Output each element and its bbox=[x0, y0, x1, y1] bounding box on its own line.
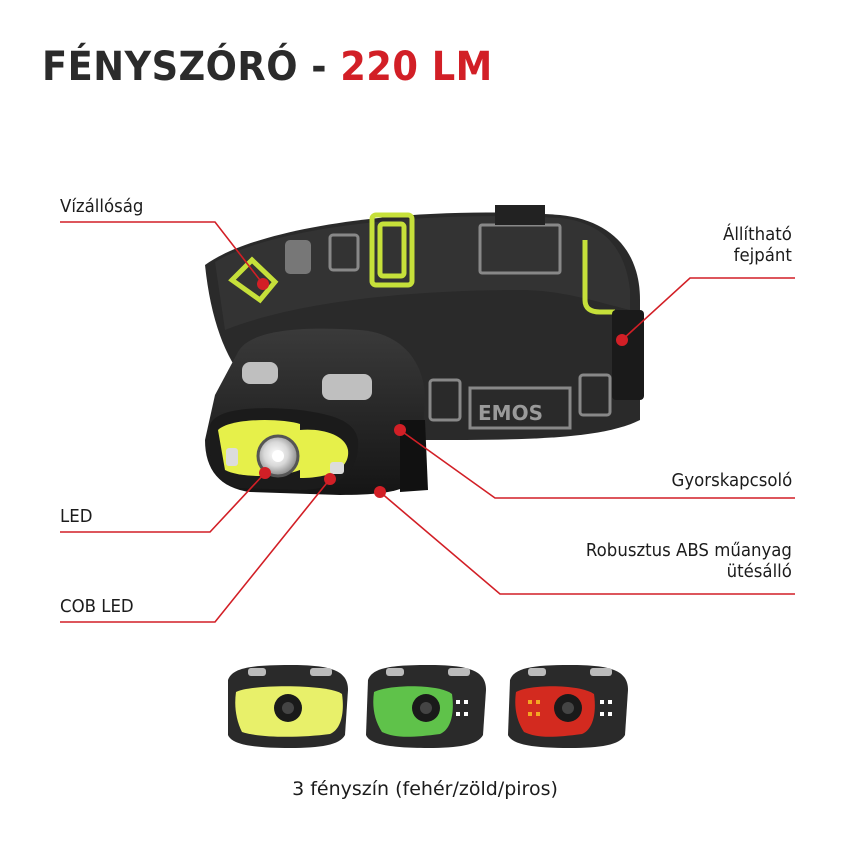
page-title: FÉNYSZÓRÓ - 220 LM bbox=[42, 44, 493, 90]
title-accent: 220 LM bbox=[340, 44, 493, 90]
label-adjustable-headband: Állítható fejpánt bbox=[723, 224, 792, 266]
light-variant-green bbox=[366, 665, 486, 748]
label-abs-line2: ütésálló bbox=[726, 561, 792, 582]
light-variant-white bbox=[228, 665, 348, 748]
callout-lines bbox=[60, 221, 795, 623]
label-led: LED bbox=[60, 506, 93, 527]
label-adjustable-line2: fejpánt bbox=[733, 245, 792, 266]
label-quick-switch: Gyorskapcsoló bbox=[671, 470, 792, 491]
light-variant-red bbox=[508, 665, 628, 748]
label-abs-plastic: Robusztus ABS műanyag ütésálló bbox=[586, 540, 792, 582]
light-colors-caption: 3 fényszín (fehér/zöld/piros) bbox=[292, 778, 558, 800]
lamp-body bbox=[205, 328, 428, 495]
label-waterproof: Vízállóság bbox=[60, 196, 144, 217]
label-adjustable-line1: Állítható bbox=[723, 224, 792, 245]
callout-dots bbox=[257, 278, 628, 498]
title-main: FÉNYSZÓRÓ - bbox=[42, 44, 341, 90]
label-cob-led: COB LED bbox=[60, 596, 134, 617]
label-abs-line1: Robusztus ABS műanyag bbox=[585, 540, 792, 561]
strap-logo: EMOS bbox=[478, 401, 543, 425]
